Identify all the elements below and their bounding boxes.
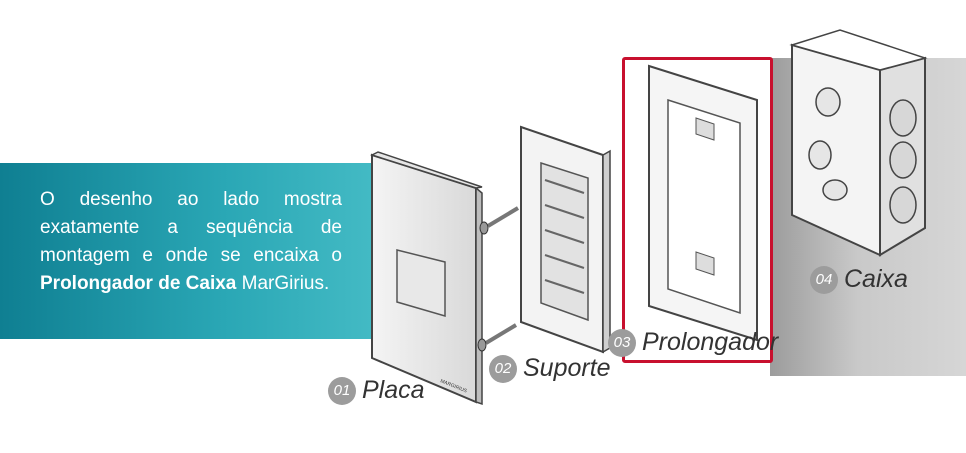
screw-top <box>479 206 520 235</box>
badge-02: 02 <box>489 354 517 383</box>
label-suporte-text: Suporte <box>523 354 611 382</box>
banner-text-end: MarGirius. <box>236 273 330 294</box>
label-placa: 01 Placa <box>328 376 425 405</box>
info-banner: O desenho ao lado mostra exatamente a se… <box>0 163 372 339</box>
banner-text: O desenho ao lado mostra exatamente a se… <box>40 186 342 298</box>
badge-04: 04 <box>810 265 838 294</box>
label-caixa-text: Caixa <box>844 265 908 293</box>
prolongador-highlight-frame <box>622 57 773 363</box>
banner-text-start: O desenho ao lado mostra exatamente a se… <box>40 189 342 266</box>
label-prolongador: 03 Prolongador <box>608 328 778 357</box>
prolongador-illustration <box>648 64 758 342</box>
label-caixa: 04 Caixa <box>810 265 908 294</box>
label-prolongador-text: Prolongador <box>642 328 779 356</box>
banner-text-bold: Prolongador de Caixa <box>40 273 237 294</box>
screw-bottom <box>477 323 518 352</box>
suporte-illustration <box>520 125 611 354</box>
caixa-illustration <box>789 29 928 257</box>
label-suporte: 02 Suporte <box>489 354 611 383</box>
placa-illustration: MARGIRIUS <box>370 151 483 406</box>
label-placa-text: Placa <box>362 376 425 404</box>
badge-01: 01 <box>328 376 356 405</box>
badge-03: 03 <box>608 328 636 357</box>
